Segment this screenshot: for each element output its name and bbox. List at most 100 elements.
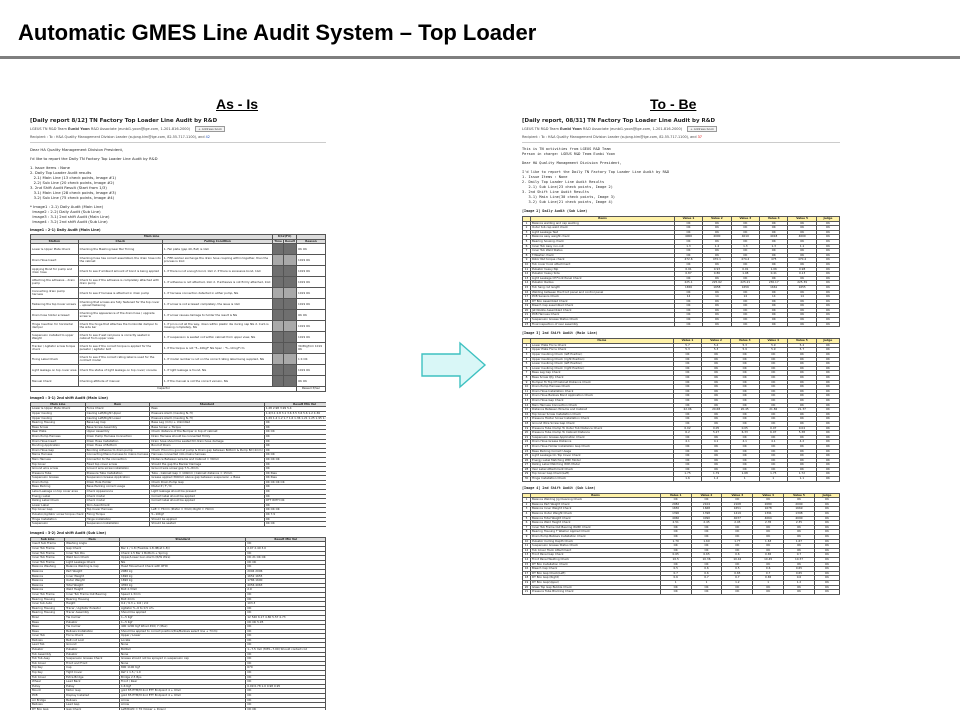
as-is-sender: LGEUS TN R&D Team Eunbi Yoon R&D Associa…	[30, 126, 326, 132]
text-line: 1. Issue items : None	[30, 165, 71, 170]
table-cell: Check the hinge that attaches the horizo…	[77, 320, 163, 333]
photo-thumbnail	[282, 364, 297, 377]
table-cell: OK OK	[295, 309, 326, 322]
text-line: This is TN activities from LGEUS R&D Tea…	[522, 147, 611, 151]
table-cell: 1.1	[787, 476, 817, 482]
photo-thumbnail	[282, 243, 297, 256]
table-cell: 1019 OK	[295, 287, 326, 300]
photo-thumbnail	[272, 243, 284, 256]
to-be-image4-caption: [Image 4] 2nd Shift Audit (Sub Line)	[522, 485, 596, 490]
table-cell: Inspector	[30, 386, 297, 392]
sender-name: Eunbi Yoon	[559, 127, 582, 131]
table-cell: 1019 OK	[295, 265, 326, 278]
table-cell: 1. If pin is not all the way, down withi…	[161, 320, 274, 333]
text-line: 3. 2nd Shift Audit Result (Start from 1/…	[30, 185, 107, 190]
as-is-image4-caption: Image4 : 3-2) 2nd shift Audit (Sub Line)	[30, 530, 107, 535]
table-cell: Fastening the top Cover screws	[30, 298, 79, 311]
recipient-count-link[interactable]: 37	[697, 135, 702, 139]
recipient-count-link[interactable]: 42	[205, 135, 210, 139]
table-cell: Check to see if the correct rating label…	[77, 353, 163, 366]
table-cell: Suspension Installation	[84, 521, 151, 527]
table-cell: Check the status of light leakage on top…	[77, 364, 163, 377]
table-cell: 1. If light leakage is found, NG	[161, 364, 274, 377]
table-cell: 1	[758, 476, 789, 482]
table-cell: OK OK	[245, 706, 326, 710]
photo-thumbnail	[272, 298, 284, 311]
table-cell: 1. If the manual is not the correct vers…	[161, 375, 274, 388]
photo-thumbnail	[282, 254, 297, 267]
table-cell: Tracker / Agitator screw torque check	[30, 342, 79, 355]
table-cell: Gap Check	[64, 706, 120, 710]
photo-thumbnail	[272, 320, 284, 333]
table-cell: Suspension installed to upper Weight	[30, 331, 79, 344]
table-cell: 1.6	[672, 476, 703, 482]
table-cell: 1	[729, 476, 760, 482]
photo-thumbnail	[272, 287, 284, 300]
recipient-value: To : H&A Quality Management Division Lea…	[541, 135, 698, 139]
table-cell: Checking the appearance of the drain hos…	[77, 309, 163, 322]
table-cell: 1.2	[701, 476, 731, 482]
photo-thumbnail	[282, 342, 297, 355]
table-cell: 1019 OK	[295, 364, 326, 377]
table-cell: Hinge Installation Check	[530, 476, 674, 482]
photo-thumbnail	[282, 331, 297, 344]
table-cell: Checking the Mashing Gear Bar Timing	[77, 243, 163, 256]
photo-thumbnail	[272, 309, 284, 322]
table-cell: 1. If screw causes damage to holder the …	[161, 309, 274, 322]
table-cell: Hinge Insertion for horizontal damper	[30, 320, 79, 333]
table-cell: Check to see if the adhesive is complete…	[77, 276, 163, 289]
photo-thumbnail	[282, 375, 297, 388]
sender-name: Eunbi Yoon	[67, 127, 90, 131]
table-cell: DT Box Gap	[30, 706, 66, 710]
table-cell: 1. Fifth worker exchange the drain hose …	[161, 254, 274, 267]
table-cell: OK OK	[295, 243, 326, 256]
table-cell: OK	[759, 321, 789, 328]
text-line: 3. 2nd Shift Line Audit Results	[522, 190, 590, 194]
text-line: Person in charge: LGEUS R&D Team Eunbi Y…	[522, 152, 616, 156]
table-cell: 21	[522, 589, 531, 595]
table-cell: OK	[673, 321, 704, 328]
address-book-button[interactable]: + Address book	[195, 126, 225, 132]
title-divider	[0, 56, 960, 59]
table-cell: OK	[815, 321, 840, 328]
table-cell: 1.4/3.1 2.8 3.1 3.6 3.5 3.6 5.6 1.2 4.36	[263, 411, 326, 417]
table-cell: Check to see if harness is attached in d…	[77, 287, 163, 300]
as-is-subject: [Daily report 8/12] TN Factory Top Loade…	[30, 118, 218, 124]
table-cell: OK OK	[295, 375, 326, 388]
table-cell: OK	[815, 476, 840, 482]
as-is-greeting: Dear HA Quality Management Division Pres…	[30, 147, 124, 152]
table-cell: 1. If suspension is seated not within ca…	[161, 331, 274, 344]
address-book-button[interactable]: + Address book	[687, 126, 717, 132]
to-be-image2-caption: [Image 2] Daily Audit (Sub Line)	[522, 209, 588, 213]
photo-thumbnail	[282, 309, 297, 322]
to-be-intro: This is TN activities from LGEUS R&D Tea…	[522, 147, 840, 157]
sender-team: LGEUS TN R&D Team	[522, 127, 560, 131]
table-cell: Label Leakage on top cover area	[30, 489, 86, 495]
as-is-email-report: [Daily report 8/12] TN Factory Top Loade…	[30, 118, 326, 710]
photo-thumbnail	[272, 342, 284, 355]
photo-thumbnail	[272, 353, 284, 366]
text-line: 2. Daily Top Loader Line Audit Results	[522, 180, 605, 184]
photo-thumbnail	[282, 320, 297, 333]
column-header: Time	[272, 238, 284, 245]
to-be-sender: LGEUS TN R&D Team Eunbi Yoon R&D Associa…	[522, 126, 840, 132]
photo-thumbnail	[282, 287, 297, 300]
table-cell: 1. If there is not enough bond, 1GC 2. I…	[161, 265, 274, 278]
table-cell: OK	[783, 589, 815, 595]
table-cell: Suspension	[30, 521, 86, 527]
to-be-label: To - Be	[650, 96, 697, 112]
